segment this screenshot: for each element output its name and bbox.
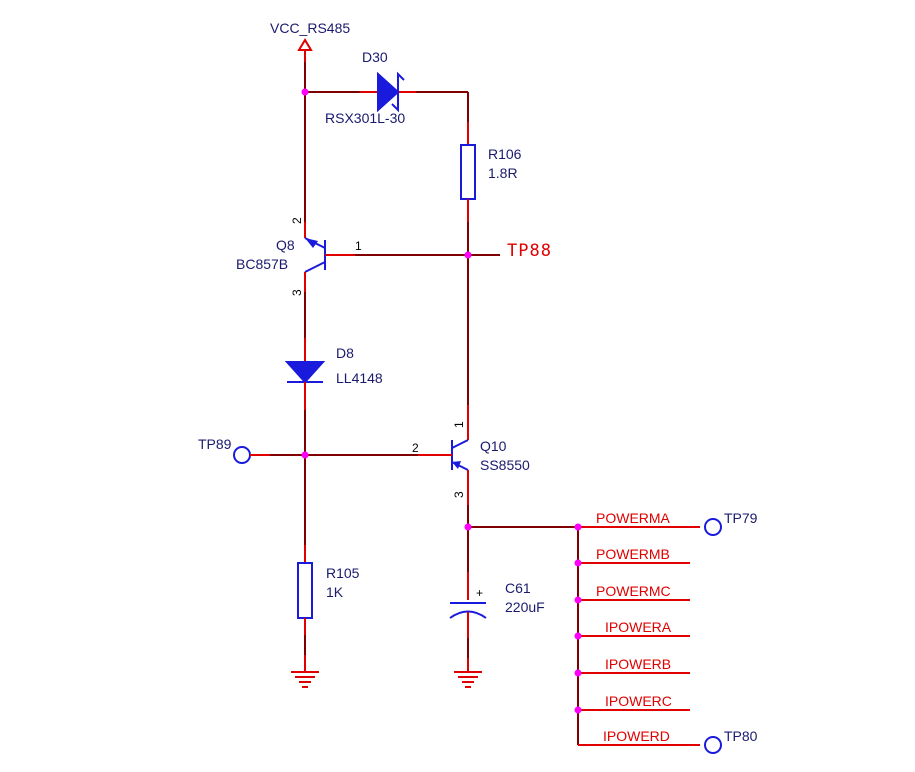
ground-symbol-right xyxy=(454,658,482,688)
junction-dot xyxy=(574,669,582,677)
r105-value: 1K xyxy=(326,584,344,600)
tp89-label: TP89 xyxy=(198,436,232,452)
q8-pin-b: 1 xyxy=(355,239,362,253)
tp88-label: TP88 xyxy=(507,241,552,261)
q8-pin-c: 3 xyxy=(290,289,304,296)
junction-dot xyxy=(301,451,309,459)
r106-value: 1.8R xyxy=(488,165,518,181)
junction-dot xyxy=(574,523,582,531)
tp79-label: TP79 xyxy=(724,510,758,526)
c61-ref: C61 xyxy=(505,580,531,596)
net-label: IPOWERB xyxy=(605,656,671,672)
q10-pin-e: 3 xyxy=(452,491,466,498)
d30-value: RSX301L-30 xyxy=(325,110,405,126)
junctions xyxy=(301,88,582,714)
net-label: IPOWERD xyxy=(603,728,670,744)
testpoint-tp79: TP79 xyxy=(704,510,758,536)
q10-value: SS8550 xyxy=(480,457,530,473)
net-label: IPOWERC xyxy=(605,693,672,709)
d8-value: LL4148 xyxy=(336,370,383,386)
net-label: IPOWERA xyxy=(605,619,672,635)
q10-pin-c: 1 xyxy=(452,421,466,428)
net-stubs xyxy=(578,526,700,746)
testpoint-tp80: TP80 xyxy=(704,728,758,754)
wires xyxy=(270,62,579,745)
q8-value: BC857B xyxy=(236,256,288,272)
junction-dot xyxy=(464,523,472,531)
net-label: POWERMC xyxy=(596,583,671,599)
junction-dot xyxy=(574,706,582,714)
junction-dot xyxy=(574,596,582,604)
tp80-label: TP80 xyxy=(724,728,758,744)
q10-pin-b: 2 xyxy=(412,441,419,455)
transistor-q10: 1 2 3 Q10 SS8550 xyxy=(412,405,530,505)
transistor-q8: 2 1 3 Q8 BC857B xyxy=(236,217,362,296)
c61-polarity: + xyxy=(476,586,483,600)
vcc-label: VCC_RS485 xyxy=(270,20,350,36)
vcc-power-symbol: VCC_RS485 xyxy=(270,20,350,62)
ground-symbol-left xyxy=(291,655,319,688)
testpoint-tp89: TP89 xyxy=(198,436,270,464)
net-label: POWERMA xyxy=(596,510,671,526)
net-labels: POWERMA POWERMB POWERMC IPOWERA IPOWERB … xyxy=(596,510,672,744)
r106-ref: R106 xyxy=(488,146,522,162)
q8-ref: Q8 xyxy=(276,237,295,253)
resistor-r105: R105 1K xyxy=(297,545,360,635)
diode-d8: D8 LL4148 xyxy=(284,338,383,410)
diode-d30: D30 RSX301L-30 xyxy=(325,49,416,126)
capacitor-c61: + C61 220uF xyxy=(449,572,545,638)
junction-dot xyxy=(574,559,582,567)
r105-ref: R105 xyxy=(326,565,360,581)
resistor-r106: R106 1.8R xyxy=(460,122,522,222)
q8-pin-e: 2 xyxy=(290,217,304,224)
q10-ref: Q10 xyxy=(480,438,507,454)
c61-value: 220uF xyxy=(505,599,545,615)
testpoint-tp88: TP88 xyxy=(507,241,552,261)
d30-ref: D30 xyxy=(362,49,388,65)
junction-dot xyxy=(301,88,309,96)
net-label: POWERMB xyxy=(596,546,670,562)
junction-dot xyxy=(464,251,472,259)
d8-ref: D8 xyxy=(336,345,354,361)
junction-dot xyxy=(574,632,582,640)
